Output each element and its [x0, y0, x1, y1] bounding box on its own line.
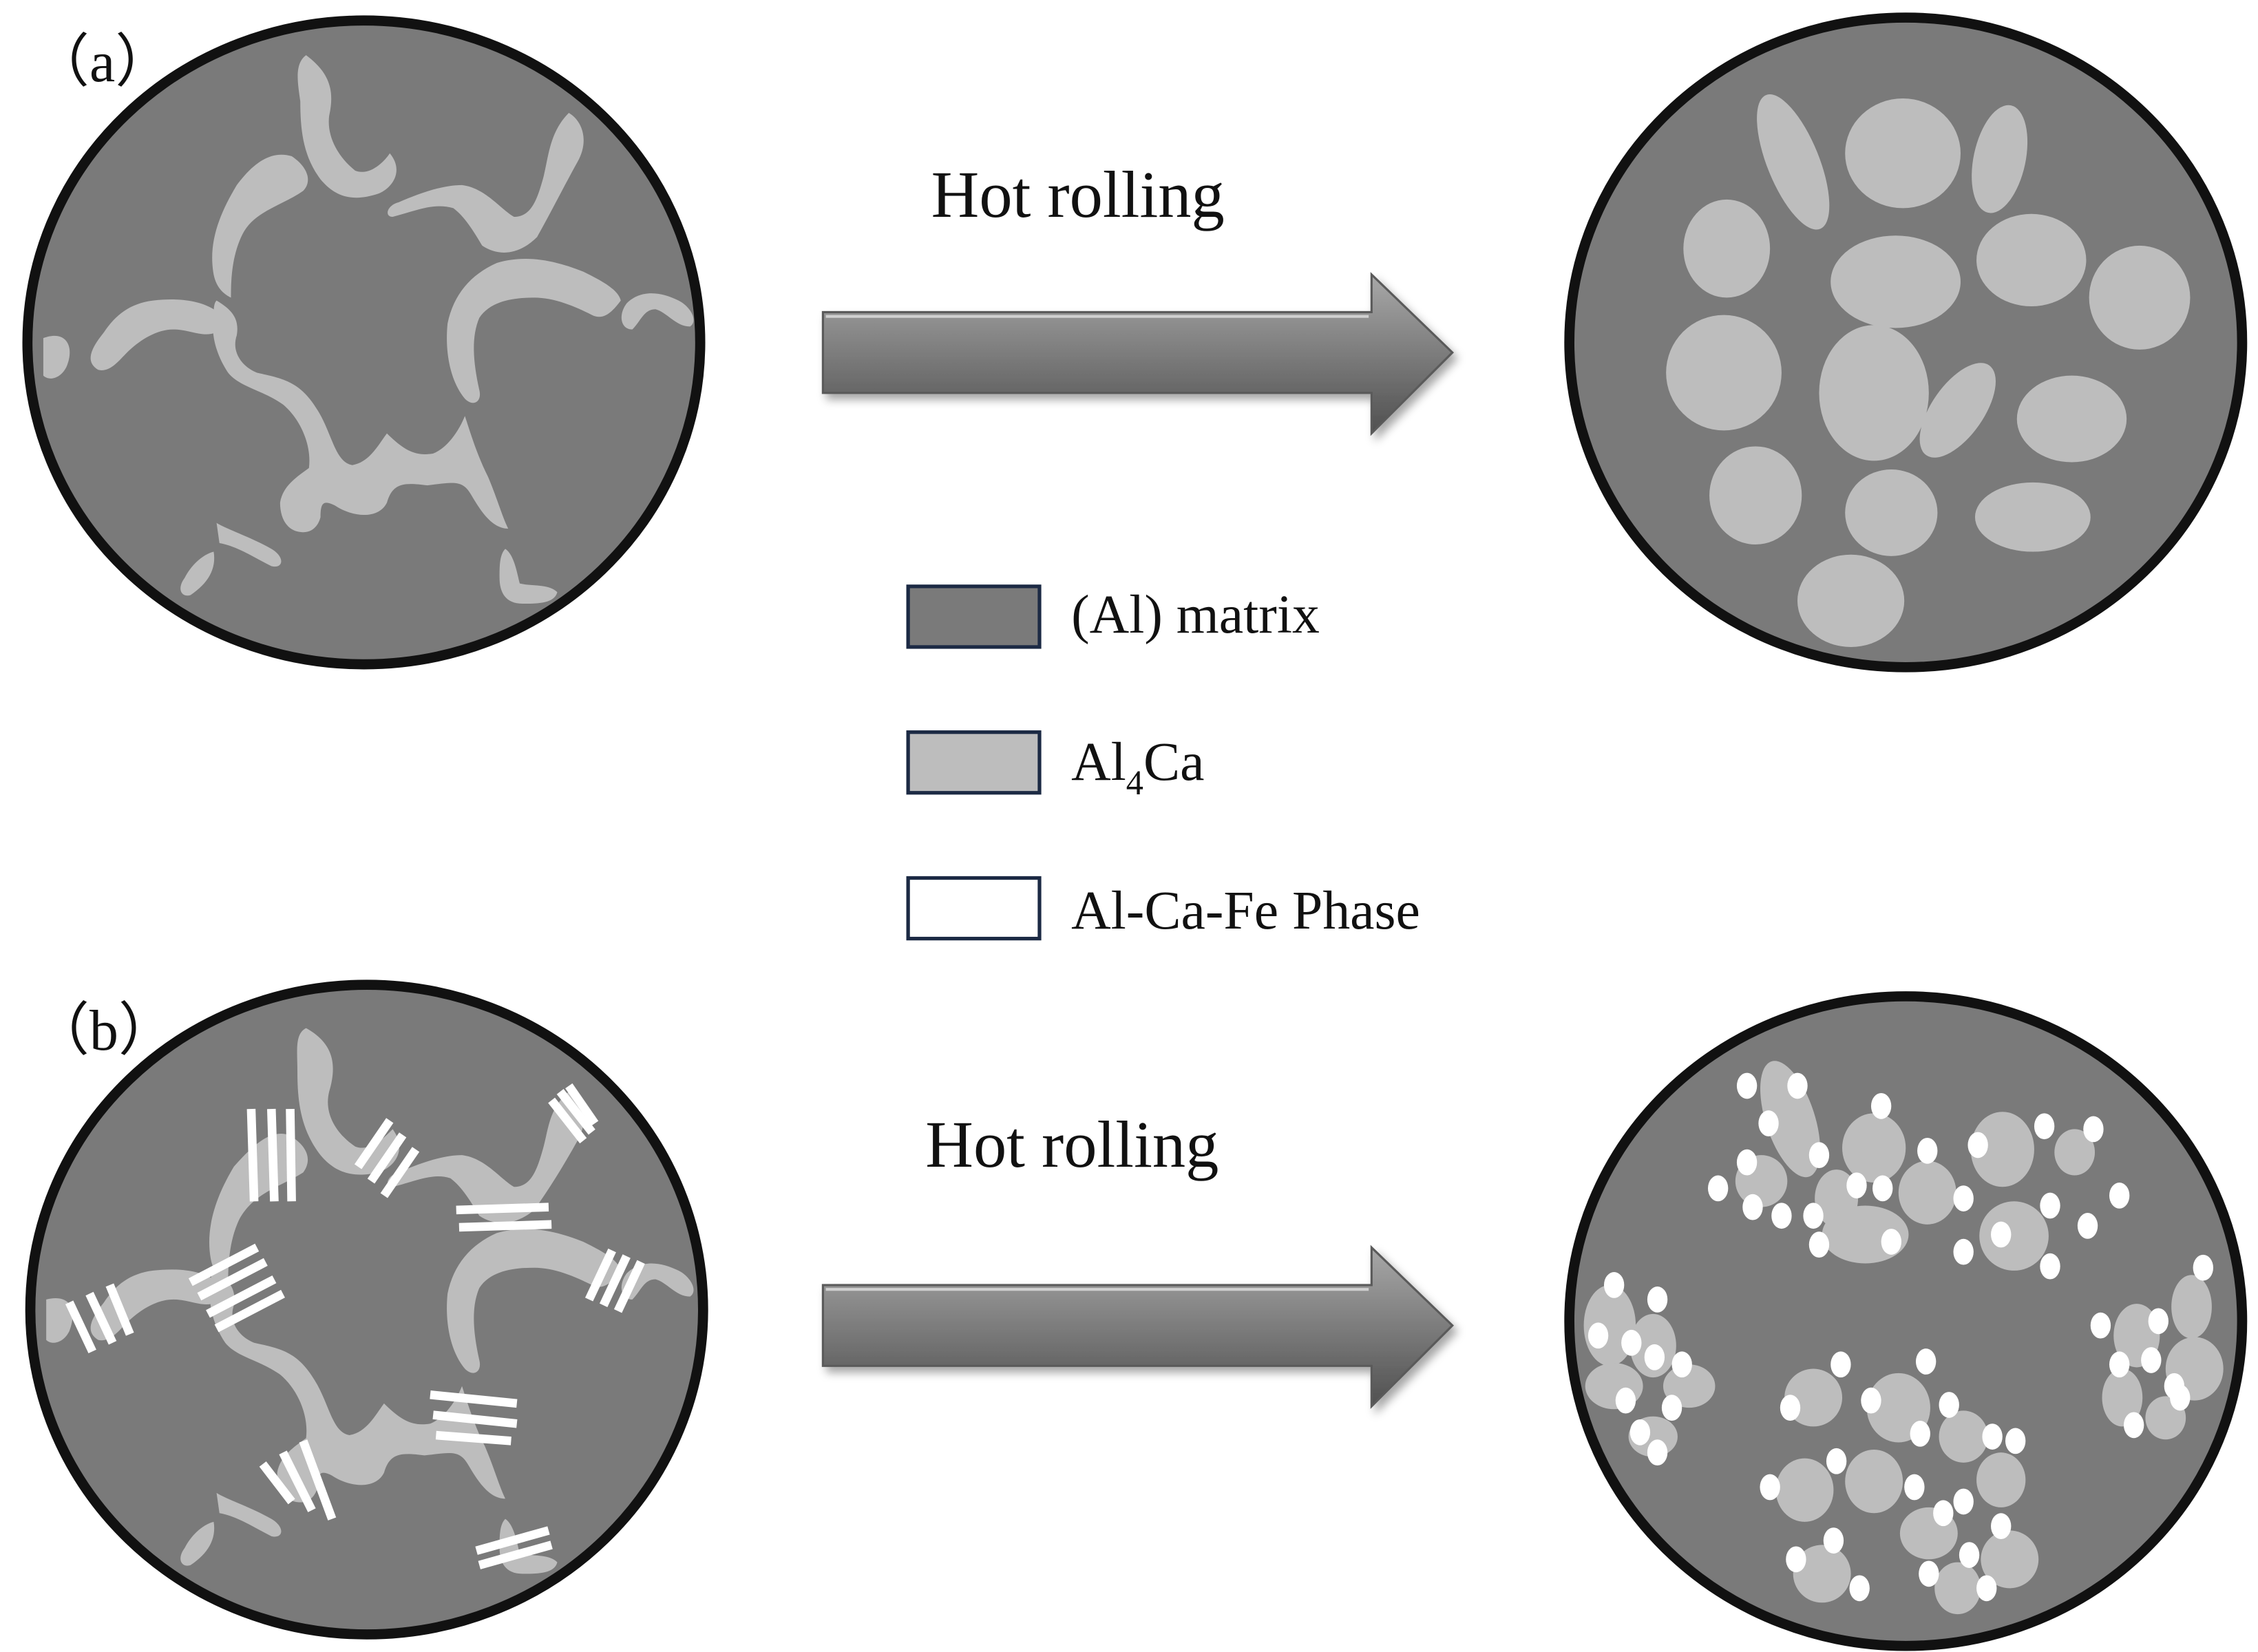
legend-item-alcafe: Al-Ca-Fe Phase — [906, 876, 1420, 941]
panel-b-after-circle — [1564, 991, 2248, 1651]
legend-item-al4ca: Al4Ca — [906, 730, 1205, 802]
panel-b-arrow-label: Hot rolling — [925, 1108, 1218, 1181]
legend-swatch-al4ca — [906, 730, 1042, 795]
panel-a-hot-rolling-arrow — [821, 272, 1455, 436]
al4ca-particles — [1666, 94, 2191, 647]
legend: (Al) matrix Al4Ca Al-Ca-Fe Phase — [906, 584, 1420, 941]
al4ca-network — [43, 55, 694, 604]
legend-label-matrix: (Al) matrix — [1071, 584, 1320, 645]
panel-b-before-circle — [25, 979, 708, 1640]
alcafe-lamellae — [65, 1083, 645, 1569]
panel-a-arrow-label: Hot rolling — [931, 158, 1225, 231]
legend-swatch-alcafe — [906, 876, 1042, 941]
legend-item-matrix: (Al) matrix — [906, 584, 1320, 649]
panel-a-after-circle — [1564, 12, 2248, 673]
legend-label-al4ca: Al4Ca — [1071, 732, 1204, 802]
panel-a-before-circle — [22, 15, 706, 670]
panel-b-label: （b） — [32, 999, 176, 1063]
legend-swatch-matrix — [906, 584, 1042, 649]
al4ca-network — [46, 1028, 694, 1574]
panel-a-label: （a） — [32, 30, 173, 94]
alcafe-particles — [1587, 1072, 2213, 1602]
legend-label-alcafe: Al-Ca-Fe Phase — [1071, 880, 1420, 941]
panel-b-hot-rolling-arrow — [821, 1245, 1455, 1409]
